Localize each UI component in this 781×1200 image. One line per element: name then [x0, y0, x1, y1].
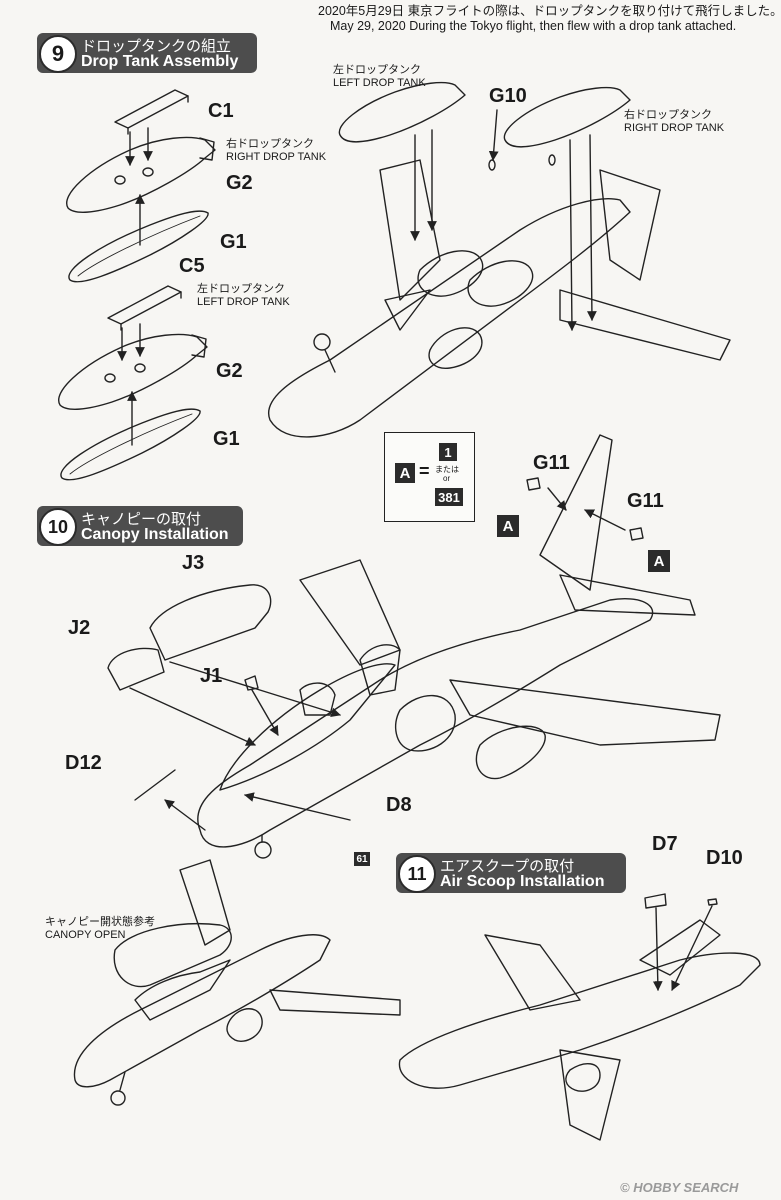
canopy-open-reference-drawing: [73, 859, 401, 1106]
part-g2-label-left: G2: [216, 360, 243, 382]
part-d12-label: D12: [65, 752, 102, 774]
option-equals: =: [419, 461, 430, 481]
marker-a-left: A: [497, 515, 519, 537]
marker-a-right: A: [648, 550, 670, 572]
part-c1-label: C1: [208, 100, 234, 122]
part-g10-label: G10: [489, 85, 527, 107]
left-drop-tank-label2-en: LEFT DROP TANK: [333, 77, 426, 89]
canopy-open-label-en: CANOPY OPEN: [45, 929, 126, 941]
watermark: © HOBBY SEARCH: [620, 1180, 738, 1195]
left-drop-tank-drawing: [58, 285, 208, 481]
left-drop-tank-label2-jp: 左ドロップタンク: [333, 64, 421, 76]
aircraft-air-scoop-drawing: [398, 893, 761, 1141]
aircraft-canopy-drawing: [107, 434, 721, 859]
part-g1-label-left: G1: [213, 428, 240, 450]
part-c5-label: C5: [179, 255, 205, 277]
canopy-open-label-jp: キャノピー開状態参考: [45, 916, 155, 928]
option-box: A = 1 または or 381: [384, 432, 475, 522]
option-letter: A: [395, 463, 415, 483]
step-11-header: 11 エアスクープの取付 Air Scoop Installation: [396, 853, 626, 893]
part-j1-label: J1: [200, 665, 223, 687]
watermark-text: HOBBY SEARCH: [633, 1180, 739, 1195]
step-11-title-jp: エアスクープの取付: [440, 858, 575, 875]
part-d8-label: D8: [386, 794, 412, 816]
right-drop-tank-label2-jp: 右ドロップタンク: [624, 109, 712, 121]
left-drop-tank-label-en: LEFT DROP TANK: [197, 296, 290, 308]
copyright-mark: ©: [620, 1180, 630, 1195]
part-d10-label: D10: [706, 847, 743, 869]
step-10-header: 10 キャノピーの取付 Canopy Installation: [37, 506, 243, 546]
part-j3-label: J3: [182, 552, 205, 574]
part-g1-label-right: G1: [220, 231, 247, 253]
right-drop-tank-drawing: [66, 89, 216, 283]
option-part-1: 1: [439, 443, 457, 461]
step-11-title-en: Air Scoop Installation: [440, 873, 605, 890]
right-drop-tank-label-jp: 右ドロップタンク: [226, 138, 314, 150]
step-10-number: 10: [39, 508, 77, 546]
right-drop-tank-label-en: RIGHT DROP TANK: [226, 151, 327, 163]
part-j2-label: J2: [68, 617, 91, 639]
right-drop-tank-label2-en: RIGHT DROP TANK: [624, 122, 725, 134]
option-or-en: or: [443, 474, 451, 483]
paint-ref-61: 61: [354, 852, 370, 866]
step-9-number: 9: [39, 35, 77, 73]
option-or-jp: または: [435, 465, 459, 474]
step-11-number: 11: [398, 855, 436, 893]
left-drop-tank-label-jp: 左ドロップタンク: [197, 283, 285, 295]
option-part-381: 381: [435, 488, 463, 506]
part-g2-label-right: G2: [226, 172, 253, 194]
part-g11-label-right: G11: [627, 490, 664, 512]
aircraft-underside-drawing: [267, 81, 731, 438]
step-9-header: 9 ドロップタンクの組立 Drop Tank Assembly: [37, 33, 257, 73]
step-9-title-jp: ドロップタンクの組立: [81, 38, 232, 55]
part-d7-label: D7: [652, 833, 678, 855]
step-10-title-en: Canopy Installation: [81, 526, 229, 543]
part-g11-label-top: G11: [533, 452, 570, 474]
header-note-en: May 29, 2020 During the Tokyo flight, th…: [330, 19, 737, 33]
step-10-title-jp: キャノピーの取付: [81, 511, 202, 528]
header-note-jp: 2020年5月29日 東京フライトの際は、ドロップタンクを取り付けて飛行しました…: [318, 4, 781, 18]
step-9-title-en: Drop Tank Assembly: [81, 53, 239, 70]
